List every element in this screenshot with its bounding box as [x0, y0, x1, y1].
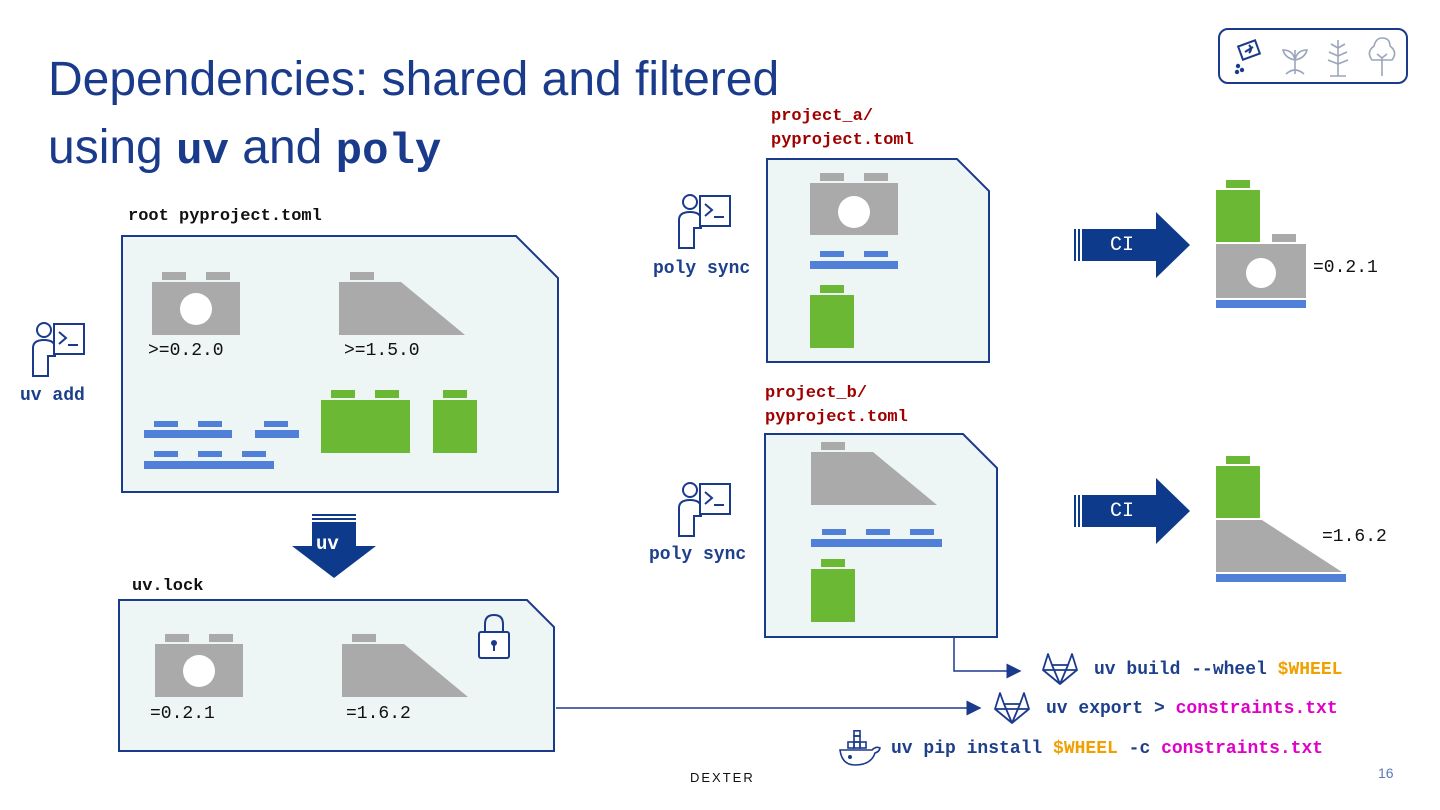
lock-icon	[478, 613, 510, 659]
green-brick	[810, 285, 854, 348]
docker-icon	[839, 730, 881, 766]
gitlab-icon	[1042, 653, 1078, 685]
title-line-2: using uv and poly	[48, 121, 442, 177]
root-pyproject-box	[121, 235, 559, 493]
root-version-a: >=0.2.0	[148, 341, 224, 361]
uv-arrow-label: uv	[316, 533, 339, 555]
footer-brand: DEXTER	[690, 770, 755, 785]
build-command: uv build --wheel $WHEEL	[1094, 660, 1343, 680]
page-number: 16	[1378, 765, 1394, 781]
project-b-label-2: pyproject.toml	[765, 408, 908, 427]
project-a-box	[766, 158, 990, 363]
slope-brick	[342, 634, 468, 697]
export-command: uv export > constraints.txt	[1046, 699, 1338, 719]
wheel-b-stack	[1216, 456, 1346, 582]
uv-add-label: uv add	[20, 386, 85, 406]
ci-arrow-b	[1074, 478, 1190, 544]
blue-plate	[811, 529, 942, 547]
slope-brick	[339, 272, 465, 335]
uv-down-arrow	[292, 514, 376, 578]
gitlab-icon	[994, 692, 1030, 724]
project-a-label-2: pyproject.toml	[771, 131, 914, 150]
blue-plate	[810, 251, 898, 269]
tree-icon	[1368, 37, 1396, 76]
project-a-sync-label: poly sync	[653, 259, 751, 279]
lock-box-label: uv.lock	[132, 577, 204, 596]
ci-b-label: CI	[1110, 500, 1135, 523]
green-bricks	[321, 390, 477, 453]
project-b-box	[764, 433, 998, 638]
wheel-a-stack	[1216, 180, 1306, 308]
green-brick	[811, 559, 855, 622]
lock-version-a: =0.2.1	[150, 704, 215, 724]
root-box-label: root pyproject.toml	[128, 207, 322, 226]
project-a-label-1: project_a/	[771, 107, 874, 126]
project-b-label-1: project_b/	[765, 384, 868, 403]
ci-b-version: =1.6.2	[1322, 527, 1387, 547]
camera-brick	[155, 634, 243, 697]
blue-plates	[144, 421, 299, 469]
ci-a-version: =0.2.1	[1313, 258, 1378, 278]
title-line-1: Dependencies: shared and filtered	[48, 53, 780, 106]
uv-lock-box	[118, 599, 555, 752]
camera-brick	[810, 173, 898, 235]
lock-version-b: =1.6.2	[346, 704, 411, 724]
root-version-b: >=1.5.0	[344, 341, 420, 361]
camera-brick	[152, 272, 240, 335]
leaf-icon	[1327, 40, 1349, 77]
ci-a-label: CI	[1110, 234, 1135, 257]
slope-brick	[811, 442, 937, 505]
seedling-icon	[1234, 39, 1262, 75]
terminal-user-icon	[678, 194, 731, 249]
terminal-user-icon	[678, 482, 731, 537]
project-b-sync-label: poly sync	[649, 545, 747, 565]
install-command: uv pip install $WHEEL -c constraints.txt	[891, 739, 1324, 759]
plant-icon	[1281, 49, 1309, 75]
logo-badge	[1218, 28, 1408, 84]
terminal-user-icon	[32, 322, 85, 377]
ci-arrow-a	[1074, 212, 1190, 278]
